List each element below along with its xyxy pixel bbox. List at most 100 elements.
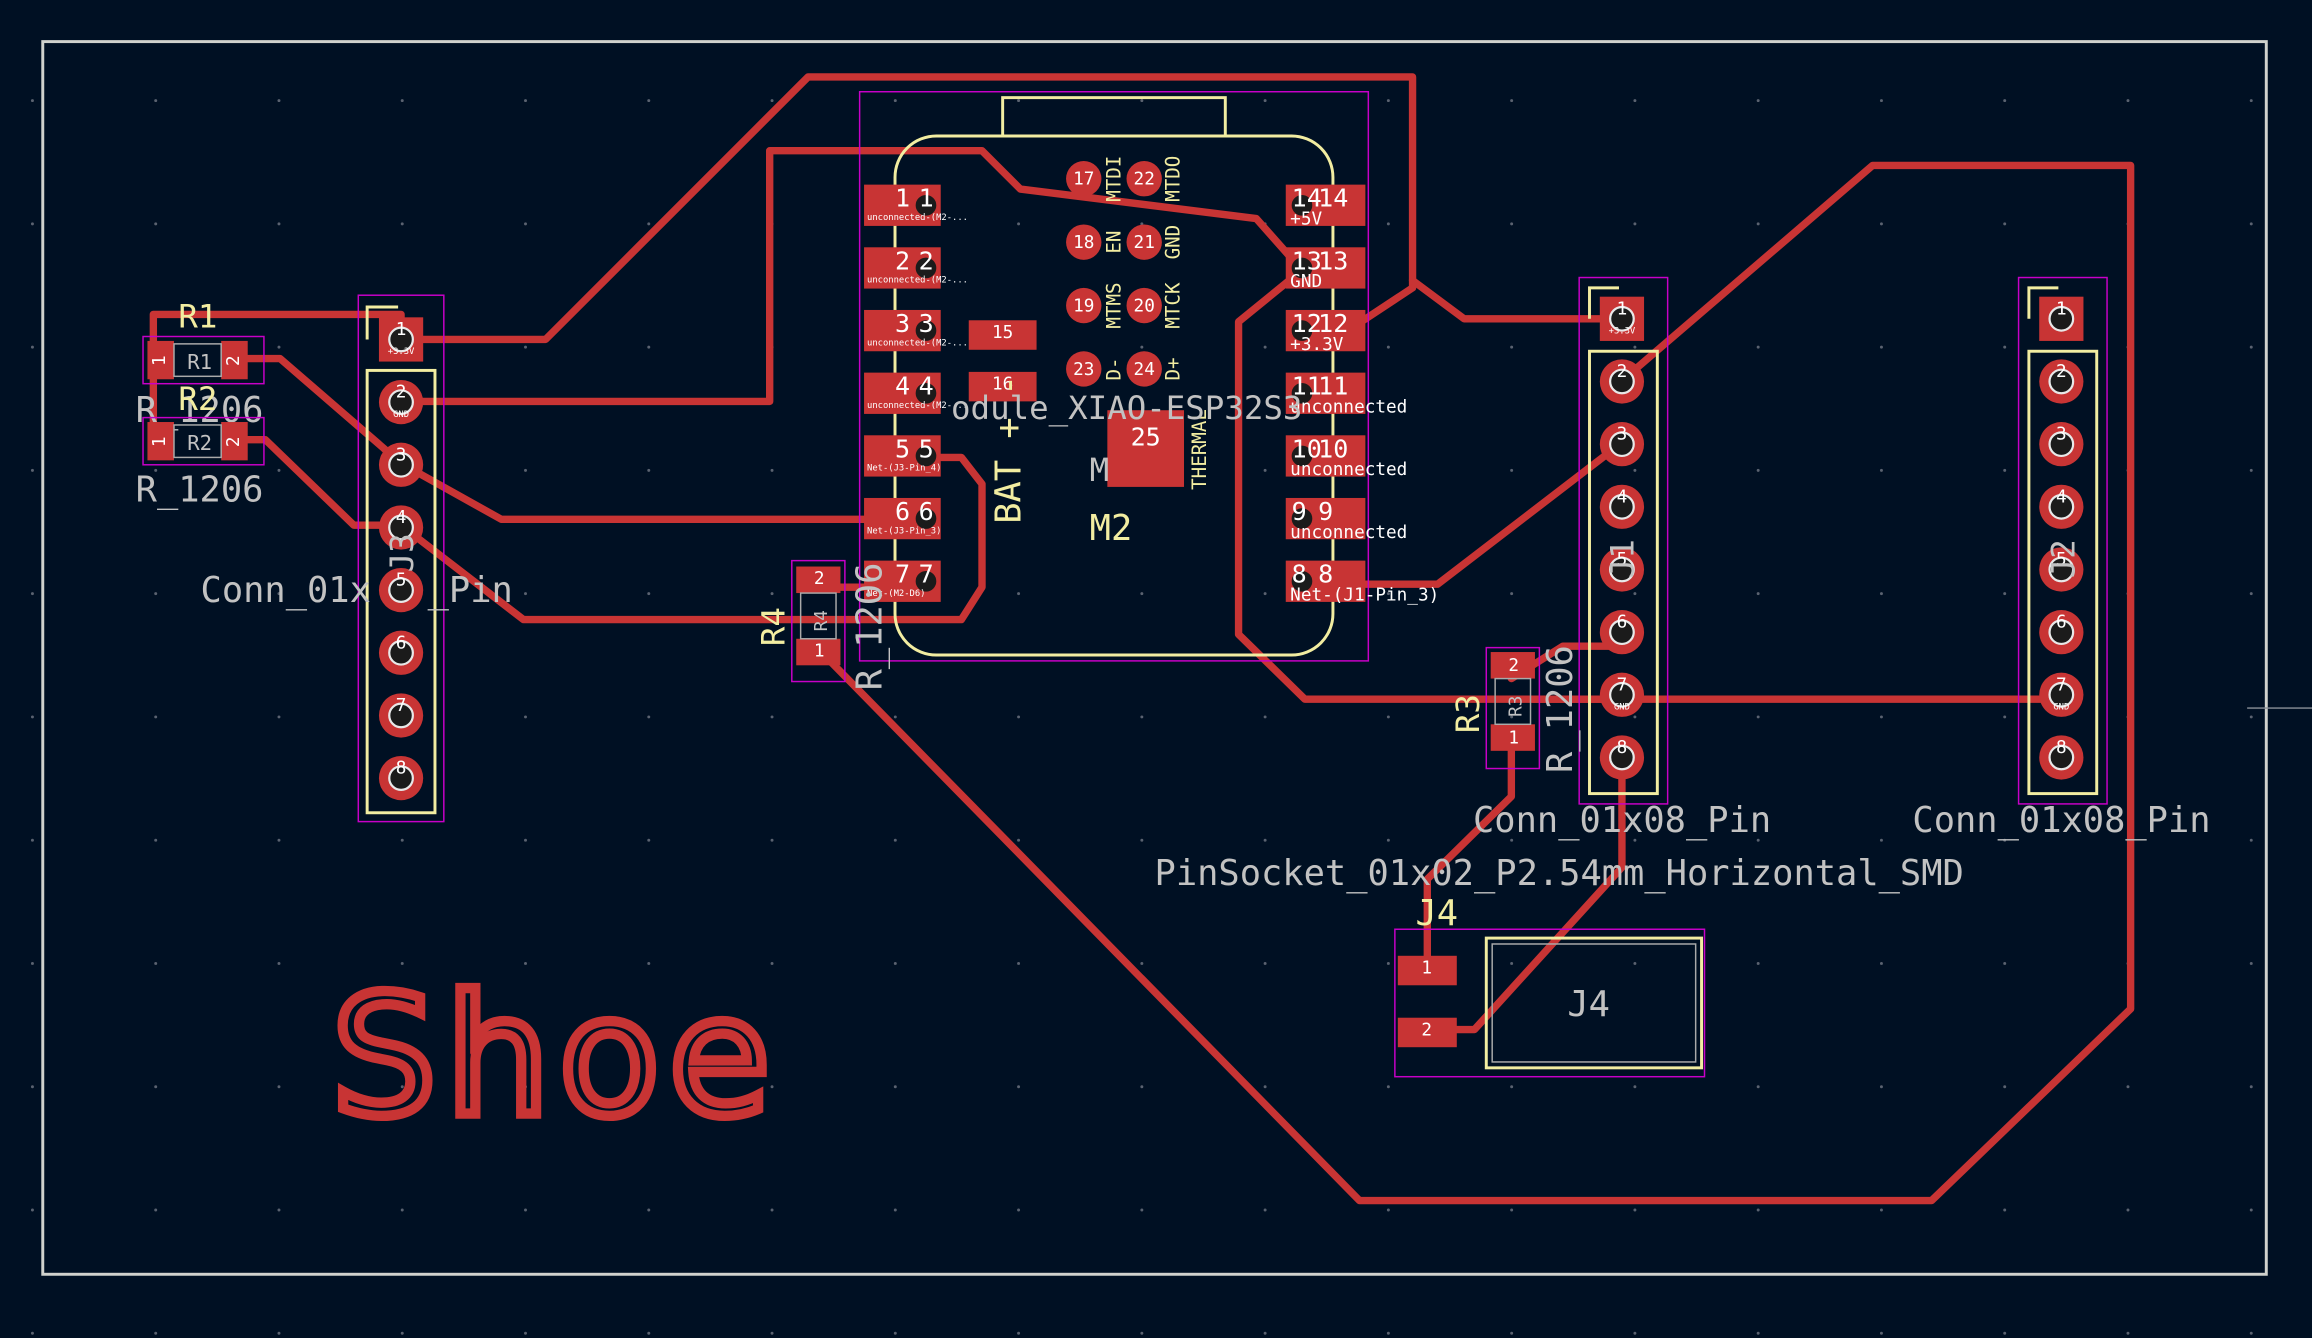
grid-dot <box>1510 345 1514 349</box>
grid-dot <box>524 345 527 349</box>
grid-dot <box>1510 1208 1514 1212</box>
m2-pad-num-fab: 13 <box>1318 246 1348 275</box>
grid-dot <box>2249 715 2253 719</box>
m2-pin-label: MTMS <box>1103 282 1126 328</box>
grid-dot <box>154 468 158 472</box>
j2-pin1-marker <box>2027 286 2059 319</box>
j1-pin-num: 1 <box>1617 299 1628 319</box>
grid-dot <box>524 222 527 226</box>
m2-pad-22[interactable] <box>1126 161 1162 197</box>
m2-pad-21[interactable] <box>1126 224 1162 260</box>
grid-dot <box>1510 99 1514 103</box>
grid-dot <box>647 222 651 226</box>
r1-pad-1[interactable] <box>147 340 174 380</box>
m2-pad-net: Net-(M2-D6) <box>867 589 925 599</box>
grid-dot <box>2003 99 2007 103</box>
grid-dot <box>1756 592 1760 596</box>
grid-dot <box>1017 1208 1021 1212</box>
grid-dot <box>893 1208 897 1212</box>
m2-pad-24[interactable] <box>1126 351 1162 387</box>
grid-dot <box>30 345 34 349</box>
m2-pad-20[interactable] <box>1126 287 1162 324</box>
m2-pad-hole <box>912 192 940 219</box>
r2-pad-1[interactable] <box>147 422 174 461</box>
grid-dot <box>30 1085 34 1089</box>
r2-pad-2[interactable] <box>221 422 248 461</box>
r3-pad-1-num: 1 <box>1508 728 1519 748</box>
resistor-r4[interactable]: 2 1 R4 R4 R_1206 <box>754 559 891 691</box>
j1-pin-hole <box>1609 681 1635 708</box>
r4-ref: R4 <box>754 607 792 646</box>
m2-pad-net: Net-(J1-Pin_3) <box>1290 585 1439 605</box>
m2-pad-19[interactable] <box>1066 287 1102 324</box>
m2-pad-16-num: 16 <box>992 375 1013 395</box>
j4-ref: J4 <box>1416 893 1459 934</box>
m2-pad-15[interactable] <box>968 320 1037 350</box>
grid-dot <box>524 592 527 596</box>
j4-pad-2[interactable] <box>1397 1017 1457 1048</box>
grid-dot <box>647 1085 651 1089</box>
grid-dot <box>1756 961 1760 965</box>
r4-pad-2[interactable] <box>796 566 841 594</box>
grid-dot <box>1879 468 1883 472</box>
board-label-shoe: Shoe <box>332 961 779 1153</box>
r1-fab-ref: R1 <box>187 350 212 374</box>
grid-dot <box>647 592 651 596</box>
m2-pad-hole <box>1288 317 1316 344</box>
grid-dot <box>2126 99 2130 103</box>
grid-dot <box>30 838 34 842</box>
grid-dot <box>524 99 527 103</box>
grid-dot <box>1756 1208 1760 1212</box>
j3-pin-hole <box>388 639 414 666</box>
m2-pad-net: unconnected <box>1290 523 1407 543</box>
m2-pad-net: Net-(J3-Pin_3) <box>867 526 941 536</box>
r4-pad-1-num: 1 <box>814 641 825 661</box>
r3-pad-2[interactable] <box>1490 652 1535 679</box>
j2-silk-body <box>2027 349 2099 796</box>
m2-right-pad-column: 1414+5V1313GND1212+3.3V1111unconnected10… <box>1285 184 1439 605</box>
grid-dot <box>1140 1331 1144 1335</box>
grid-dot <box>1386 222 1390 226</box>
connector-j4[interactable]: 1 2 J4 J4 PinSocket_01x02_P2.54mm_Horizo… <box>1155 853 1964 1078</box>
m2-thermal-pad[interactable] <box>1107 410 1185 487</box>
grid-dot <box>1633 222 1637 226</box>
grid-dot <box>1017 592 1021 596</box>
m2-pad-16[interactable] <box>968 371 1037 402</box>
m2-pad-num-fab: 9 <box>1318 497 1333 526</box>
grid-dot <box>2003 715 2007 719</box>
m2-pad-hole <box>1288 254 1316 282</box>
r1-pad-2[interactable] <box>221 340 248 380</box>
grid-dot <box>647 715 651 719</box>
r3-pad-1[interactable] <box>1490 724 1535 751</box>
r2-pad-1-num: 1 <box>150 436 170 447</box>
j3-pin-hole <box>388 702 414 729</box>
j4-pad-1[interactable] <box>1397 955 1457 986</box>
m2-pad-net: +5V <box>1290 209 1322 229</box>
grid-dot <box>770 715 774 719</box>
m2-pad-17[interactable] <box>1066 161 1102 197</box>
grid-dot <box>1633 961 1637 965</box>
resistor-r2[interactable]: 1 2 R2 R2 R_1206 <box>136 380 265 511</box>
grid-dot <box>647 99 651 103</box>
grid-dot <box>400 838 404 842</box>
resistor-r3[interactable]: 2 1 R3 R3 R_1206 <box>1449 645 1581 773</box>
m2-pad-18[interactable] <box>1066 224 1102 260</box>
grid-dot <box>647 468 651 472</box>
m2-pad-hole <box>1288 192 1316 219</box>
r3-value: R_1206 <box>1540 645 1581 773</box>
j4-pad-2-num: 2 <box>1421 1020 1432 1040</box>
grid-dot <box>524 1208 527 1212</box>
r4-pad-1[interactable] <box>796 638 841 666</box>
grid-dot <box>770 468 774 472</box>
grid-dot <box>1879 1208 1883 1212</box>
j3-pin-hole <box>388 451 414 478</box>
grid-dot <box>1633 1208 1637 1212</box>
m2-pad-23[interactable] <box>1066 351 1102 387</box>
